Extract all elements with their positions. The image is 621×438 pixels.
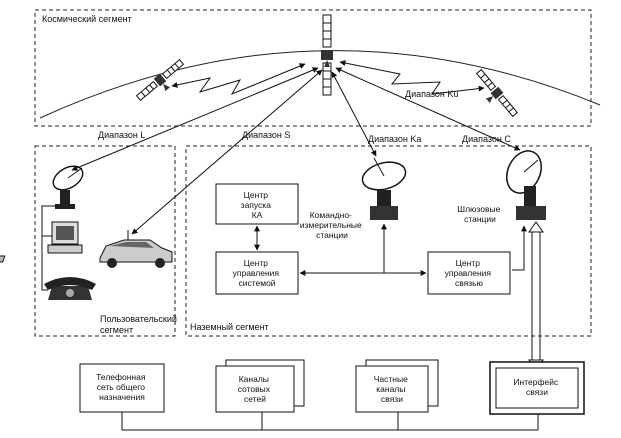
ground-segment-label: Наземный сегмент — [190, 322, 269, 332]
link-band-c — [335, 67, 521, 151]
private-channels-box — [355, 365, 429, 413]
comm-control-box — [427, 251, 511, 295]
system-control-box — [215, 251, 299, 295]
gateway-interface-link — [528, 221, 544, 371]
interface-box — [495, 367, 579, 409]
link-band-l — [71, 67, 319, 171]
ground-segment-frame — [185, 145, 592, 337]
telephone-network-box — [79, 363, 165, 413]
cellular-channels-box — [215, 365, 295, 413]
gateway-station-label: Шлюзовые станции — [457, 204, 502, 224]
satellite-right — [475, 68, 519, 118]
link-band-s — [131, 69, 323, 235]
telephone-network-label: Телефонная сеть общего назначения — [96, 372, 148, 402]
computer-icon — [0, 221, 83, 263]
band-l-label: Диапазон L — [98, 130, 145, 140]
comm-gateway-link — [512, 225, 527, 271]
comm-control-label: Центр управления связью — [445, 258, 494, 288]
system-control-label: Центр управления системой — [233, 258, 282, 288]
user-segment-label: Пользовательский сегмент — [100, 314, 179, 335]
space-segment-label: Космический сегмент — [42, 14, 132, 24]
satellite-center — [321, 14, 333, 96]
interface-label: Интерфейс связи — [513, 377, 560, 397]
telephone-icon — [44, 277, 96, 300]
command-station-label: Командно- измерительные станции — [300, 210, 364, 240]
car-icon — [99, 230, 173, 268]
user-dish-icon — [52, 165, 84, 209]
link-band-ka — [331, 71, 377, 157]
private-channels-label: Частные каналы связи — [374, 374, 410, 404]
command-station-dish-icon — [361, 157, 407, 220]
orbit-arc — [39, 50, 601, 119]
gateway-dish-icon — [506, 150, 546, 220]
user-dish-link — [41, 205, 60, 291]
band-ka-label: Диапазон Ka — [368, 134, 421, 144]
band-s-label: Диапазон S — [242, 130, 290, 140]
satellite-left — [135, 58, 185, 102]
cellular-channels-label: Каналы сотовых сетей — [238, 374, 273, 404]
ground-segment: Наземный сегмент Центр запуска КА Центр … — [185, 145, 592, 337]
user-segment: Пользовательский сегмент — [0, 145, 179, 337]
band-ku-label: Диапазон Ku — [405, 89, 458, 99]
isl-link-left — [171, 63, 306, 96]
